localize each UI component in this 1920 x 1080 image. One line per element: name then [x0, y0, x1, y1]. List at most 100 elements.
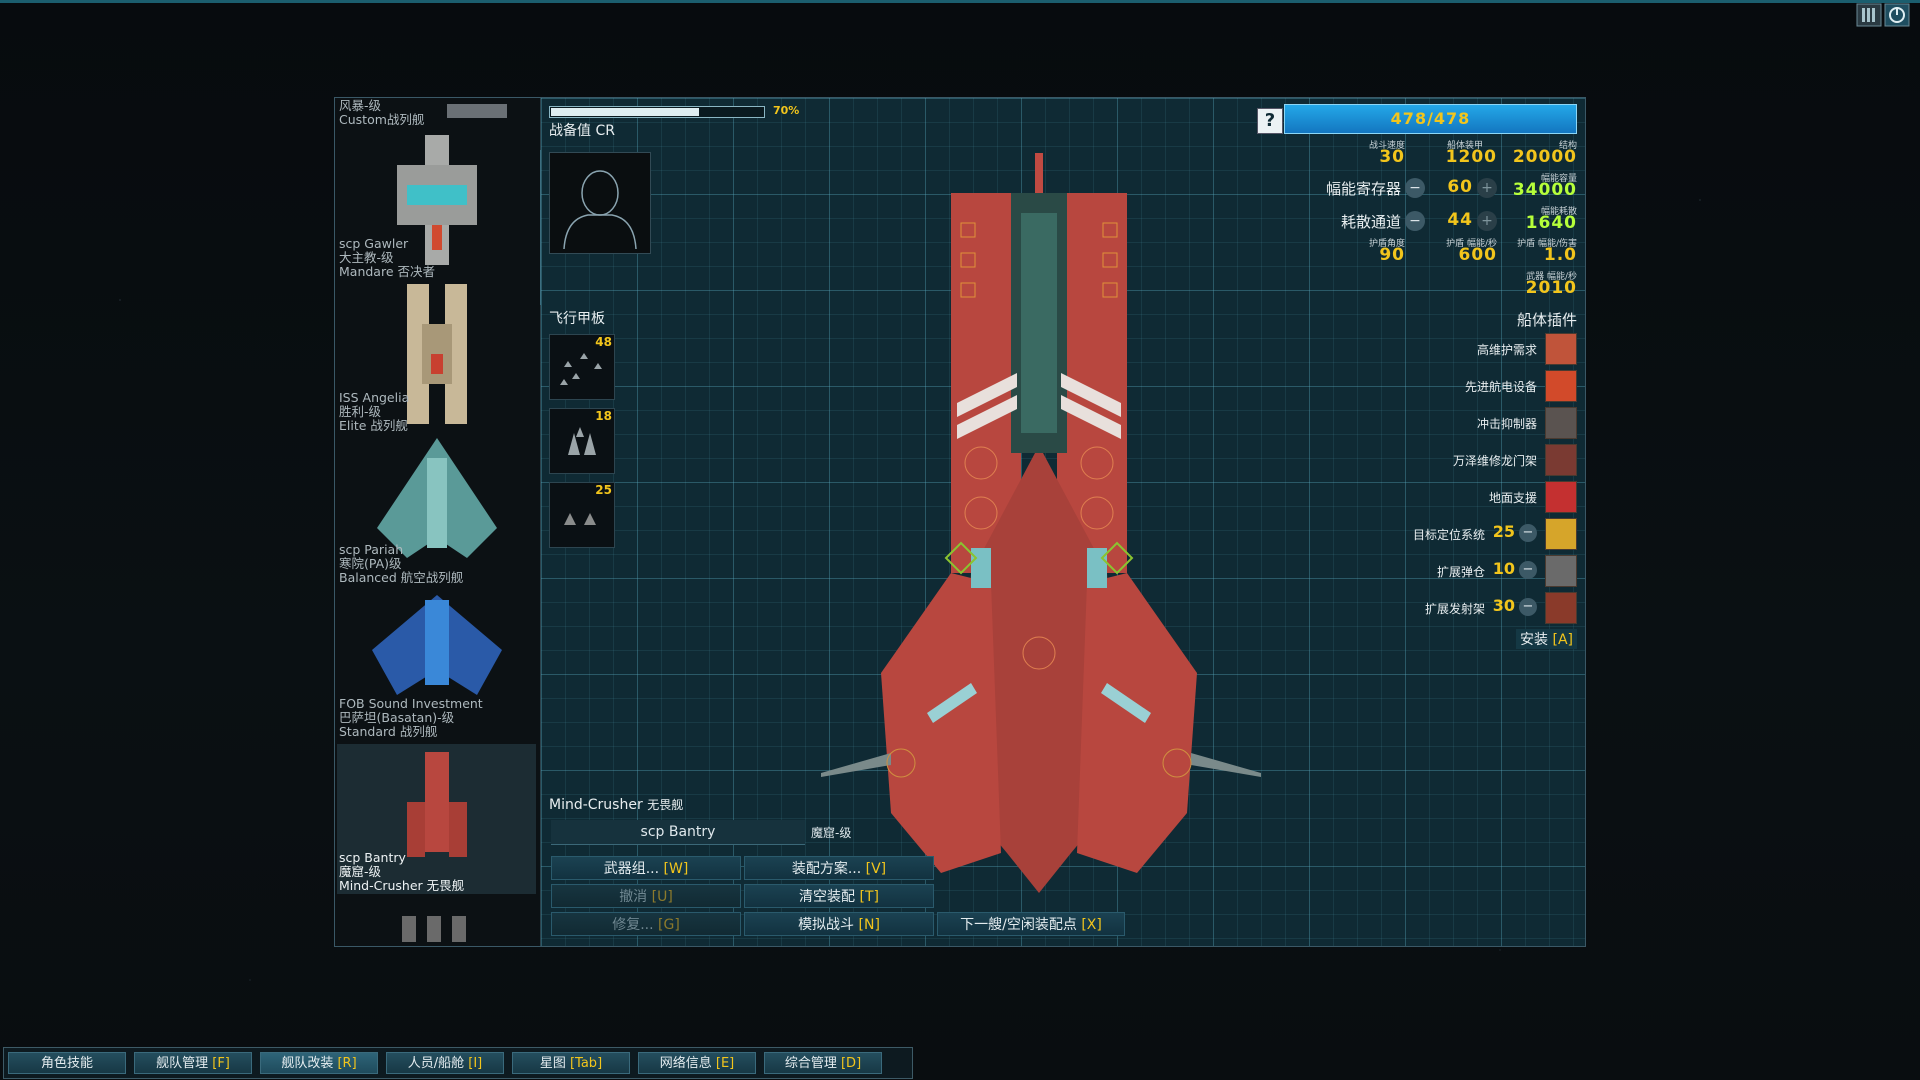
hullmod-cost: 25: [1492, 522, 1515, 541]
ship-name-field[interactable]: scp Bantry: [551, 820, 805, 845]
bomber-icon: [568, 427, 596, 455]
ship-name: ISS Angelia: [339, 390, 410, 405]
wing-count: 18: [595, 409, 612, 423]
vents-value: 44: [1447, 210, 1473, 230]
hullmod-row-7[interactable]: 扩展发射架 30 −: [1317, 592, 1577, 624]
capacitors-plus-button[interactable]: +: [1477, 178, 1497, 198]
capacitors-label: 幅能寄存器: [1325, 180, 1401, 198]
ship-variant-title: Mind-Crusher 无畏舰: [549, 797, 684, 813]
vents-minus-button[interactable]: −: [1405, 211, 1425, 231]
fleet-ship-list[interactable]: 风暴-级 Custom战列舰 scp Gawler 大主教-级 Mandare …: [335, 98, 541, 946]
shield-upkeep-label: 护盾 幅能/秒: [1446, 239, 1497, 249]
capacitors-minus-button[interactable]: −: [1405, 178, 1425, 198]
repair-gantry-icon: [1545, 444, 1577, 476]
ship-class: 大主教-级: [339, 250, 394, 265]
hullmod-row-3[interactable]: 万泽维修龙门架: [1317, 444, 1577, 476]
loadouts-button[interactable]: 装配方案... [V]: [744, 856, 934, 880]
system-icons[interactable]: [1856, 2, 1912, 30]
hullmod-row-6[interactable]: 扩展弹仓 10 −: [1317, 555, 1577, 587]
weapon-groups-button[interactable]: 武器组... [W]: [551, 856, 741, 880]
ship-entry-3[interactable]: scp Pariah 寒院(PA)级 Balanced 航空战列舰: [337, 434, 536, 585]
flux-capacity-value: 34000: [1512, 180, 1577, 200]
hullmod-row-4[interactable]: 地面支援: [1317, 481, 1577, 513]
ground-support-icon: [1545, 481, 1577, 513]
combat-speed-label: 战斗速度: [1368, 141, 1405, 151]
hullmod-cost: 30: [1492, 596, 1515, 615]
tab-refit[interactable]: 舰队改装 [R]: [260, 1052, 378, 1074]
ship-thumbnail: [402, 916, 466, 942]
ship-variant: Standard 战列舰: [339, 724, 438, 739]
tab-cargo[interactable]: 人员/船舱 [I]: [386, 1052, 504, 1074]
tab-map[interactable]: 星图 [Tab]: [512, 1052, 630, 1074]
capacitors-value: 60: [1447, 177, 1473, 197]
power-icon[interactable]: [1856, 2, 1912, 30]
hullmod-row-0[interactable]: 高维护需求: [1317, 333, 1577, 365]
strip-button[interactable]: 清空装配 [T]: [744, 884, 934, 908]
targeting-icon: [1545, 518, 1577, 550]
undo-button[interactable]: 撤消 [U]: [551, 884, 741, 908]
ship-entry-2[interactable]: ISS Angelia 胜利-级 Elite 战列舰: [337, 280, 536, 433]
ship-variant: Custom战列舰: [339, 112, 425, 127]
tab-intel[interactable]: 网络信息 [E]: [638, 1052, 756, 1074]
ship-variant: Mind-Crusher 无畏舰: [339, 878, 465, 893]
remove-hullmod-button[interactable]: −: [1519, 561, 1537, 579]
ship-name: scp Gawler: [339, 236, 409, 251]
hullmod-label: 地面支援: [1488, 491, 1537, 505]
avionics-icon: [1545, 370, 1577, 402]
wing-count: 48: [595, 335, 612, 349]
fighter-wing-slot-1[interactable]: 48: [549, 334, 615, 400]
ship-entry-0[interactable]: 风暴-级 Custom战列舰: [337, 98, 536, 127]
shock-absorber-icon: [1545, 407, 1577, 439]
hullmod-label: 高维护需求: [1476, 343, 1537, 357]
remove-hullmod-button[interactable]: −: [1519, 598, 1537, 616]
ordnance-points-bar: 478/478: [1284, 104, 1577, 134]
hullmod-label: 扩展发射架: [1424, 602, 1485, 616]
hullmod-label: 先进航电设备: [1464, 380, 1537, 394]
hull-value: 20000: [1512, 147, 1577, 167]
missile-rack-icon: [1545, 592, 1577, 624]
tab-fleet[interactable]: 舰队管理 [F]: [134, 1052, 252, 1074]
hullmod-row-2[interactable]: 冲击抑制器: [1317, 407, 1577, 439]
ship-name: scp Pariah: [339, 542, 404, 557]
fighter-wing-slot-2[interactable]: 18: [549, 408, 615, 474]
fighter-icon: [560, 353, 602, 385]
ship-entry-5-selected[interactable]: scp Bantry 魔窟-级 Mind-Crusher 无畏舰: [337, 744, 536, 894]
officer-silhouette-icon: [563, 170, 637, 250]
install-hullmod-button[interactable]: 安装 [A]: [1516, 629, 1577, 649]
flux-capacity-label: 幅能容量: [1540, 174, 1577, 184]
shield-upkeep-value: 600: [1458, 245, 1497, 265]
ship-thumbnail: [447, 104, 507, 118]
remove-hullmod-button[interactable]: −: [1519, 524, 1537, 542]
next-ship-button[interactable]: 下一艘/空闲装配点 [X]: [937, 912, 1125, 936]
ship-class: 寒院(PA)级: [339, 556, 402, 571]
ship-entry-6[interactable]: [337, 898, 536, 946]
help-button[interactable]: ?: [1257, 108, 1283, 134]
hullmod-label: 目标定位系统: [1412, 528, 1485, 542]
flux-dissipation-value: 1640: [1525, 213, 1577, 233]
cr-percent: 70%: [773, 104, 800, 117]
ship-thumbnail: [377, 438, 497, 558]
ship-entry-4[interactable]: FOB Sound Investment 巴萨坦(Basatan)-级 Stan…: [337, 588, 536, 739]
tab-command[interactable]: 综合管理 [D]: [764, 1052, 882, 1074]
ship-thumbnail: [372, 595, 502, 695]
captain-portrait[interactable]: [549, 152, 651, 254]
vents-label: 耗散通道: [1340, 213, 1401, 231]
hullmod-cost: 10: [1492, 559, 1515, 578]
ship-thumbnail: [407, 284, 467, 424]
hullmods-title: 船体插件: [1516, 311, 1577, 329]
fighter-wing-slot-3[interactable]: 25: [549, 482, 615, 548]
tab-character[interactable]: 角色技能: [8, 1052, 126, 1074]
refit-design-area: 70% 战备值 CR 飞行甲板 48 18 25: [541, 98, 1585, 946]
vents-plus-button[interactable]: +: [1477, 211, 1497, 231]
simulate-button[interactable]: 模拟战斗 [N]: [744, 912, 934, 936]
ship-class: 魔窟-级: [339, 864, 382, 879]
ship-name: FOB Sound Investment: [339, 696, 483, 711]
repair-button[interactable]: 修复... [G]: [551, 912, 741, 936]
ship-blueprint[interactable]: [821, 153, 1261, 893]
main-taskbar: 角色技能 舰队管理 [F] 舰队改装 [R] 人员/船舱 [I] 星图 [Tab…: [3, 1047, 913, 1079]
hullmod-row-1[interactable]: 先进航电设备: [1317, 370, 1577, 402]
ship-entry-1[interactable]: scp Gawler 大主教-级 Mandare 否决者: [337, 128, 536, 279]
refit-window: 风暴-级 Custom战列舰 scp Gawler 大主教-级 Mandare …: [334, 97, 1586, 947]
hullmod-row-5[interactable]: 目标定位系统 25 −: [1317, 518, 1577, 550]
shield-efficiency-label: 护盾 幅能/伤害: [1517, 239, 1577, 249]
